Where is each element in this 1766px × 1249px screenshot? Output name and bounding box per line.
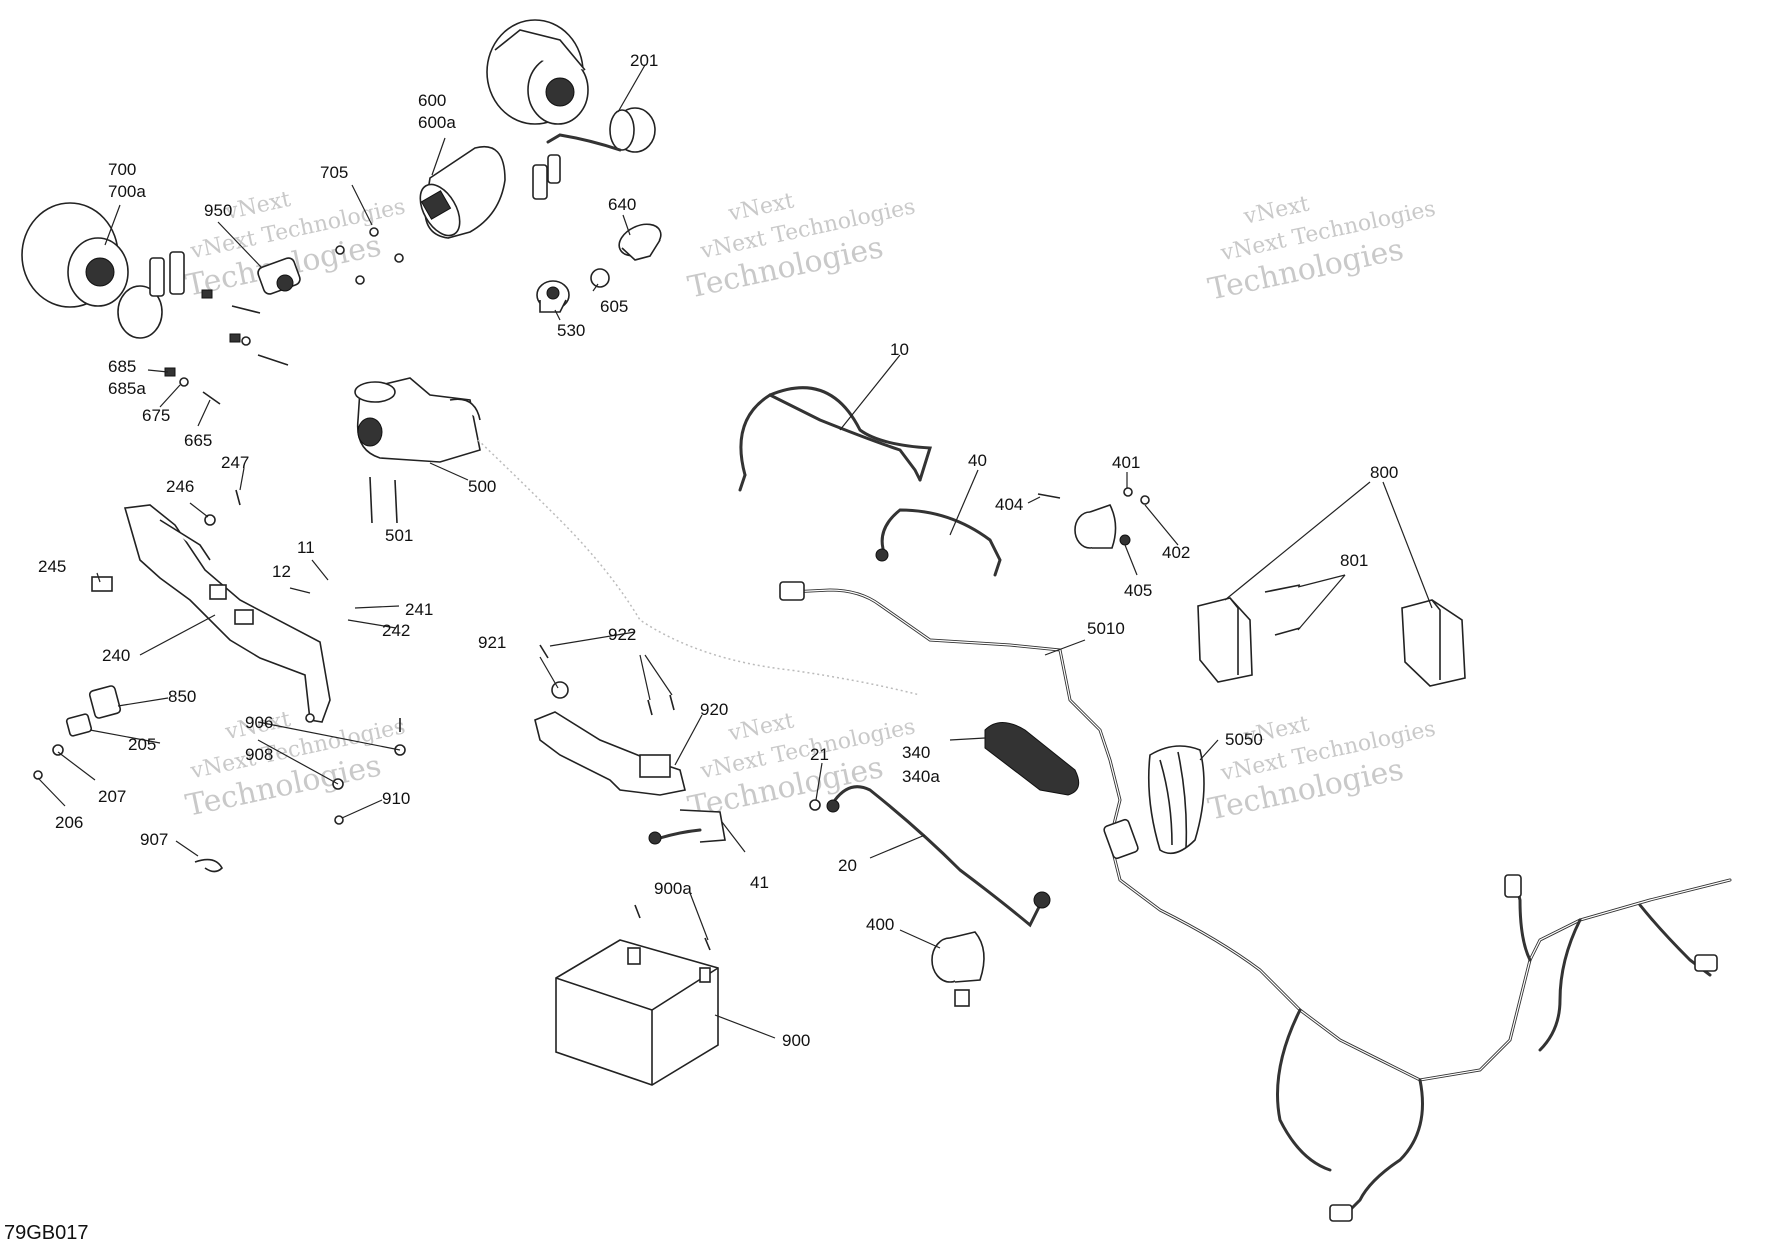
- leader-lines: [37, 64, 1433, 1039]
- ring-605: [590, 268, 610, 288]
- callout-907: 907: [140, 830, 168, 849]
- callout-242: 242: [382, 621, 410, 640]
- washer-910: [334, 815, 344, 825]
- nut-21: [809, 799, 821, 811]
- callout-labels: 201 600 600a 700 700a 705 950 640 605 53…: [38, 51, 1398, 1050]
- callout-801: 801: [1340, 551, 1368, 570]
- brake-line: [477, 439, 921, 696]
- battery-cable-41: [648, 809, 726, 845]
- bulb-socket-201: [532, 107, 656, 200]
- callout-21: 21: [810, 745, 829, 764]
- connector-205: [65, 713, 93, 737]
- callout-530: 530: [557, 321, 585, 340]
- callout-922: 922: [608, 625, 636, 644]
- callout-40: 40: [968, 451, 987, 470]
- callout-501: 501: [385, 526, 413, 545]
- retainer-640: [618, 223, 662, 261]
- cable-907: [194, 858, 223, 873]
- callout-605: 605: [600, 297, 628, 316]
- washer-207: [52, 744, 64, 756]
- module-800-right: [1401, 599, 1466, 687]
- bulb-530: [536, 280, 570, 313]
- callout-340a: 340a: [902, 767, 940, 786]
- callout-401: 401: [1112, 453, 1140, 472]
- callout-850: 850: [168, 687, 196, 706]
- callout-600: 600: [418, 91, 446, 110]
- grip-340: [984, 722, 1080, 796]
- watermark-top-right: vNext vNext Technologies Technologies: [1205, 192, 1438, 308]
- callout-500: 500: [468, 477, 496, 496]
- solenoid-400: [931, 931, 985, 1007]
- callout-245: 245: [38, 557, 66, 576]
- battery-900: [555, 904, 719, 1086]
- callout-700a: 700a: [108, 182, 146, 201]
- callout-201: 201: [630, 51, 658, 70]
- headlight-top: [486, 19, 589, 125]
- callout-207: 207: [98, 787, 126, 806]
- callout-206: 206: [55, 813, 83, 832]
- callout-908: 908: [245, 745, 273, 764]
- watermark-mid-left: vNext vNext Technologies Technologies: [183, 707, 408, 824]
- callout-400: 400: [866, 915, 894, 934]
- callout-900: 900: [782, 1031, 810, 1050]
- watermark-mid-right: vNext vNext Technologies Technologies: [1205, 712, 1438, 828]
- callout-685a: 685a: [108, 379, 146, 398]
- callout-247: 247: [221, 453, 249, 472]
- callout-921: 921: [478, 633, 506, 652]
- callout-404: 404: [995, 495, 1023, 514]
- screw-206: [33, 770, 43, 780]
- callout-800: 800: [1370, 463, 1398, 482]
- battery-bracket-920: [534, 644, 686, 796]
- clip-245: [91, 576, 113, 592]
- cover-5050: [1148, 745, 1205, 855]
- callout-950: 950: [204, 201, 232, 220]
- relay-402: [1037, 487, 1150, 549]
- callout-41: 41: [750, 873, 769, 892]
- callout-600a: 600a: [418, 113, 456, 132]
- screw-801-b: [1274, 627, 1301, 636]
- watermark-top-center: vNext vNext Technologies Technologies: [685, 188, 918, 305]
- main-harness-5010: [779, 581, 1732, 1222]
- callout-705: 705: [320, 163, 348, 182]
- callout-241: 241: [405, 600, 433, 619]
- callout-910: 910: [382, 789, 410, 808]
- callout-20: 20: [838, 856, 857, 875]
- callout-5050: 5050: [1225, 730, 1263, 749]
- cable-20: [826, 785, 1051, 928]
- callout-700: 700: [108, 160, 136, 179]
- callout-246: 246: [166, 477, 194, 496]
- connector-950: [257, 257, 301, 295]
- callout-12: 12: [272, 562, 291, 581]
- connector-850: [88, 685, 122, 719]
- callout-675: 675: [142, 406, 170, 425]
- callout-405: 405: [1124, 581, 1152, 600]
- callout-900a: 900a: [654, 879, 692, 898]
- screw-801-a: [1264, 584, 1301, 593]
- light-cylinder-600: [419, 145, 506, 239]
- module-800-left: [1197, 597, 1253, 683]
- callout-205: 205: [128, 735, 156, 754]
- callout-10: 10: [890, 340, 909, 359]
- master-cylinder-500: [354, 377, 481, 524]
- bracket-240: [123, 504, 331, 723]
- callout-11: 11: [297, 538, 315, 557]
- callout-640: 640: [608, 195, 636, 214]
- fasteners-left: [164, 227, 404, 405]
- callout-920: 920: [700, 700, 728, 719]
- callout-402: 402: [1162, 543, 1190, 562]
- washer-246: [204, 514, 216, 526]
- drawing-code: 79GB017: [4, 1222, 89, 1244]
- callout-240: 240: [102, 646, 130, 665]
- cable-40: [875, 508, 1002, 577]
- callout-685: 685: [108, 357, 136, 376]
- callout-906: 906: [245, 713, 273, 732]
- callout-665: 665: [184, 431, 212, 450]
- callout-340: 340: [902, 743, 930, 762]
- headlight-left: [21, 202, 185, 339]
- callout-5010: 5010: [1087, 619, 1125, 638]
- screw-247: [235, 489, 241, 506]
- harness-10: [738, 386, 933, 492]
